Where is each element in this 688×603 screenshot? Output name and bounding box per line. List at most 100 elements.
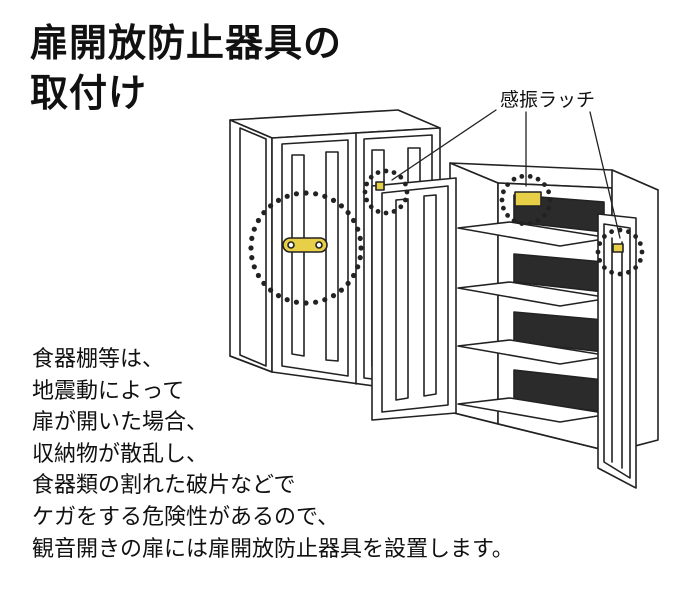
body-line: 扉が開いた場合、 — [32, 410, 209, 436]
highlight-circle-latch-top — [499, 174, 553, 227]
highlight-dot — [602, 265, 607, 270]
highlight-dot — [527, 174, 533, 179]
highlight-dot — [391, 170, 397, 176]
highlight-dot — [546, 189, 551, 195]
highlight-dot — [626, 229, 631, 235]
highlight-dot — [597, 258, 603, 263]
door-latch-handle — [282, 237, 328, 253]
highlight-dot — [375, 170, 381, 176]
highlight-dot — [261, 280, 267, 286]
highlight-dot — [547, 197, 553, 203]
highlight-dot — [383, 210, 389, 216]
highlight-dot — [255, 217, 261, 224]
highlight-dot — [637, 258, 643, 263]
highlight-dot — [357, 255, 363, 261]
highlight-dot — [303, 300, 309, 306]
highlight-dot — [637, 241, 643, 247]
highlight-dot — [355, 264, 361, 270]
highlight-dot — [351, 217, 357, 224]
highlight-dot — [313, 191, 319, 197]
highlight-dot — [398, 204, 404, 210]
body-line: 食器類の割れた破片などで — [32, 473, 296, 499]
body-line: ケガをする危険性があるので、 — [32, 504, 340, 530]
highlight-dot — [633, 234, 638, 239]
highlight-circle-latch-right — [595, 227, 645, 277]
highlight-dot — [398, 174, 404, 180]
highlight-dot — [595, 249, 601, 255]
body-line: 地震動によって — [32, 378, 185, 404]
highlight-dot — [639, 249, 645, 255]
highlight-dot — [284, 297, 290, 303]
highlight-dot — [313, 299, 319, 305]
highlight-dot — [617, 271, 623, 277]
highlight-dot — [249, 235, 255, 241]
highlight-dot — [330, 293, 337, 299]
highlight-dot — [609, 229, 614, 235]
highlight-dot — [368, 204, 374, 210]
open-door-right — [597, 213, 637, 489]
highlight-circle-latch-door — [362, 168, 410, 216]
open-door-left — [371, 177, 457, 421]
highlight-dot — [251, 264, 257, 270]
highlight-dot — [633, 265, 638, 270]
highlight-dot — [403, 197, 408, 203]
highlight-dot — [351, 272, 357, 279]
highlight-dot — [330, 197, 337, 203]
highlight-dot — [519, 221, 525, 227]
highlight-dot — [338, 203, 344, 209]
highlight-dot — [368, 174, 374, 180]
highlight-circle-handle — [248, 190, 364, 306]
highlight-dot — [322, 193, 328, 199]
highlight-dot — [542, 213, 547, 218]
highlight-dot — [609, 269, 614, 275]
body-line: 観音開きの扉には扉開放防止器具を設置します。 — [32, 536, 514, 562]
highlight-dot — [499, 197, 505, 203]
highlight-dot — [617, 227, 623, 233]
highlight-dot — [345, 280, 351, 286]
highlight-dot — [345, 210, 351, 216]
body-line: 食器棚等は、 — [32, 347, 165, 372]
highlight-dot — [268, 287, 274, 293]
highlight-dot — [284, 193, 290, 199]
highlight-dot — [357, 235, 363, 241]
callout-leader-lines — [391, 109, 621, 239]
highlight-dot — [626, 269, 631, 275]
highlight-dot — [268, 203, 274, 209]
body-line: 収納物が散乱し、 — [32, 441, 209, 467]
highlight-dot — [322, 297, 328, 303]
highlight-dot — [546, 205, 551, 211]
highlight-dot — [403, 181, 408, 187]
highlight-dot — [542, 182, 547, 188]
highlight-dot — [261, 210, 267, 216]
body-paragraph: 食器棚等は、 地震動によって 扉が開いた場合、 収納物が散乱し、 食器類の割れた… — [32, 344, 514, 565]
title-line-1: 扉開放防止器具の — [30, 21, 343, 65]
highlight-dot — [303, 190, 309, 196]
highlight-dot — [293, 191, 299, 197]
highlight-dot — [501, 189, 506, 195]
highlight-dot — [275, 197, 282, 203]
highlight-dot — [519, 174, 525, 179]
highlight-dot — [364, 197, 369, 203]
highlight-dot — [535, 218, 541, 224]
highlight-dot — [364, 181, 369, 187]
highlight-dot — [293, 299, 299, 305]
highlight-dot — [404, 189, 410, 195]
highlight-dot — [535, 176, 541, 182]
highlight-dot — [255, 272, 261, 279]
highlight-dot — [505, 213, 510, 218]
highlight-dot — [375, 209, 381, 214]
page-title: 扉開放防止器具の 取付け — [30, 18, 342, 118]
highlight-dot — [338, 287, 344, 293]
highlight-dot — [249, 255, 255, 261]
highlight-dot — [362, 189, 368, 195]
highlight-dot — [511, 176, 517, 182]
highlight-dot — [597, 241, 603, 247]
callout-label-seismic-latch: 感振ラッチ — [500, 89, 596, 111]
highlight-dot — [505, 182, 510, 188]
highlight-dot — [527, 221, 533, 227]
ceiling-latch — [514, 191, 542, 207]
highlight-dot — [275, 293, 282, 299]
highlight-dot — [602, 234, 607, 239]
highlight-dot — [383, 168, 389, 174]
